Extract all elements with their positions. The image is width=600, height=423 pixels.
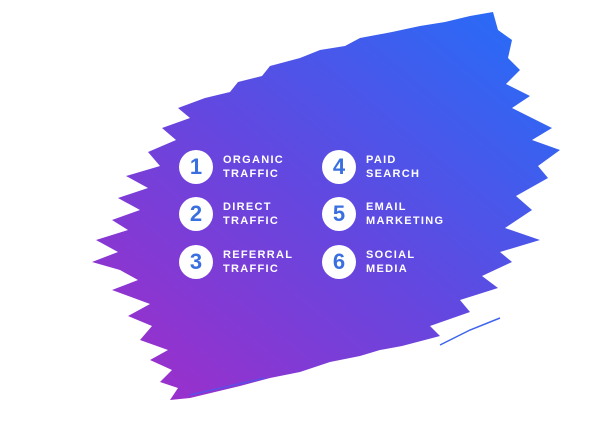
- number-badge: 3: [179, 245, 213, 279]
- number-badge: 4: [322, 150, 356, 184]
- list-item-3: 3 REFERRAL TRAFFIC: [179, 245, 293, 279]
- item-label: ORGANIC TRAFFIC: [223, 153, 284, 181]
- item-label: REFERRAL TRAFFIC: [223, 248, 293, 276]
- label-line: MARKETING: [366, 215, 445, 227]
- item-label: EMAIL MARKETING: [366, 200, 444, 228]
- item-label: SOCIAL MEDIA: [366, 248, 415, 276]
- label-line: EMAIL: [366, 201, 407, 213]
- label-line: PAID: [366, 154, 397, 166]
- label-line: MEDIA: [366, 263, 408, 275]
- label-line: SEARCH: [366, 168, 421, 180]
- label-line: ORGANIC: [223, 154, 285, 166]
- item-label: PAID SEARCH: [366, 153, 420, 181]
- label-line: SOCIAL: [366, 249, 416, 261]
- list-item-5: 5 EMAIL MARKETING: [322, 197, 444, 231]
- number-badge: 1: [179, 150, 213, 184]
- list-item-4: 4 PAID SEARCH: [322, 150, 420, 184]
- number-badge: 2: [179, 197, 213, 231]
- number-badge: 5: [322, 197, 356, 231]
- label-line: DIRECT: [223, 201, 272, 213]
- label-line: TRAFFIC: [223, 168, 280, 180]
- list-item-2: 2 DIRECT TRAFFIC: [179, 197, 279, 231]
- list-item-6: 6 SOCIAL MEDIA: [322, 245, 415, 279]
- list-item-1: 1 ORGANIC TRAFFIC: [179, 150, 284, 184]
- item-label: DIRECT TRAFFIC: [223, 200, 279, 228]
- label-line: TRAFFIC: [223, 215, 280, 227]
- label-line: TRAFFIC: [223, 263, 280, 275]
- label-line: REFERRAL: [223, 249, 294, 261]
- number-badge: 6: [322, 245, 356, 279]
